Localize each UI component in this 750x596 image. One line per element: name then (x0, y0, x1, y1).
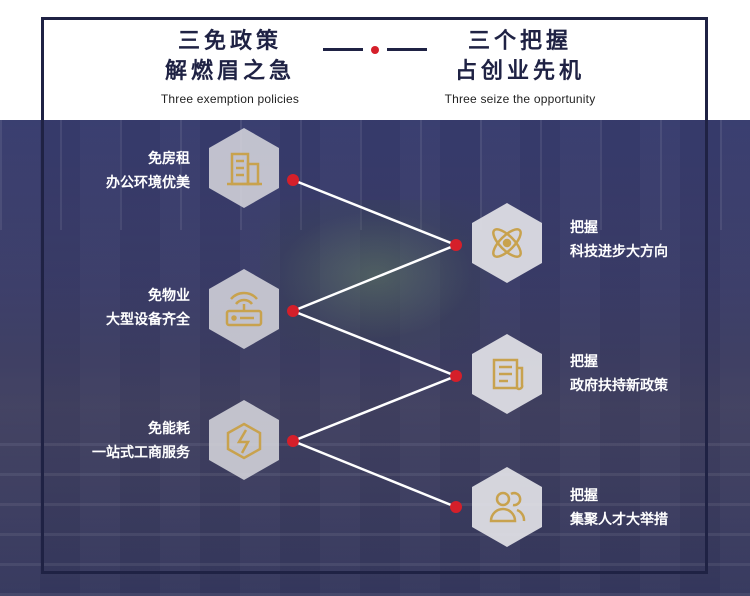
atom-icon (492, 228, 522, 258)
classroom-background-photo (0, 120, 750, 596)
right-title-line1: 三个把握 (467, 28, 572, 54)
opportunity-label-2: 把握 政府扶持新政策 (570, 350, 700, 398)
exemption-title-2: 免物业 (148, 288, 190, 304)
people-icon (489, 491, 526, 523)
green-wall-texture (260, 200, 490, 350)
opportunity-label-1: 把握 科技进步大方向 (570, 216, 700, 264)
exemption-hex-2 (207, 267, 281, 351)
exemption-label-1: 免房租 办公环境优美 (60, 147, 190, 195)
header-background (0, 0, 750, 120)
right-title-line2: 占创业先机 (454, 58, 585, 84)
exemption-label-2: 免物业 大型设备齐全 (60, 284, 190, 332)
left-title-line2: 解燃眉之急 (164, 58, 295, 84)
node-dot (287, 435, 299, 447)
right-title: 三个把握 占创业先机 Three seize the opportunity (420, 26, 620, 106)
right-subtitle: Three seize the opportunity (444, 92, 596, 106)
exemption-desc-3: 一站式工商服务 (92, 445, 190, 461)
node-dot (450, 501, 462, 513)
left-subtitle: Three exemption policies (160, 92, 300, 106)
opportunity-title-1: 把握 (570, 220, 598, 236)
node-dot (450, 370, 462, 382)
zigzag-line (289, 178, 460, 509)
document-icon (492, 358, 524, 391)
exemption-title-3: 免能耗 (148, 421, 190, 437)
opportunity-hex-2 (470, 332, 544, 416)
building-icon (227, 152, 262, 186)
energy-bolt-icon (226, 422, 262, 460)
opportunity-hex-3 (470, 465, 544, 549)
exemption-label-3: 免能耗 一站式工商服务 (40, 417, 190, 465)
exemption-desc-1: 办公环境优美 (106, 175, 190, 191)
left-title: 三免政策 解燃眉之急 Three exemption policies (130, 26, 330, 106)
divider-bar-right (387, 48, 427, 51)
opportunity-label-3: 把握 集聚人才大举措 (570, 484, 700, 532)
exemption-hex-1 (207, 126, 281, 210)
router-icon (225, 291, 263, 327)
opportunity-desc-3: 集聚人才大举措 (570, 512, 668, 528)
node-dot (287, 305, 299, 317)
opportunity-title-2: 把握 (570, 354, 598, 370)
exemption-desc-2: 大型设备齐全 (106, 312, 190, 328)
content-frame (41, 17, 708, 574)
divider-dot (371, 46, 379, 54)
opportunity-desc-1: 科技进步大方向 (570, 244, 668, 260)
opportunity-hex-1 (470, 201, 544, 285)
divider-bar-left (323, 48, 363, 51)
opportunity-desc-2: 政府扶持新政策 (570, 378, 668, 394)
exemption-title-1: 免房租 (148, 151, 190, 167)
node-dot (287, 174, 299, 186)
floor-texture (0, 426, 750, 596)
title-divider (323, 46, 427, 54)
exemption-hex-3 (207, 398, 281, 482)
opportunity-title-3: 把握 (570, 488, 598, 504)
left-title-line1: 三免政策 (177, 28, 282, 54)
node-dot (450, 239, 462, 251)
